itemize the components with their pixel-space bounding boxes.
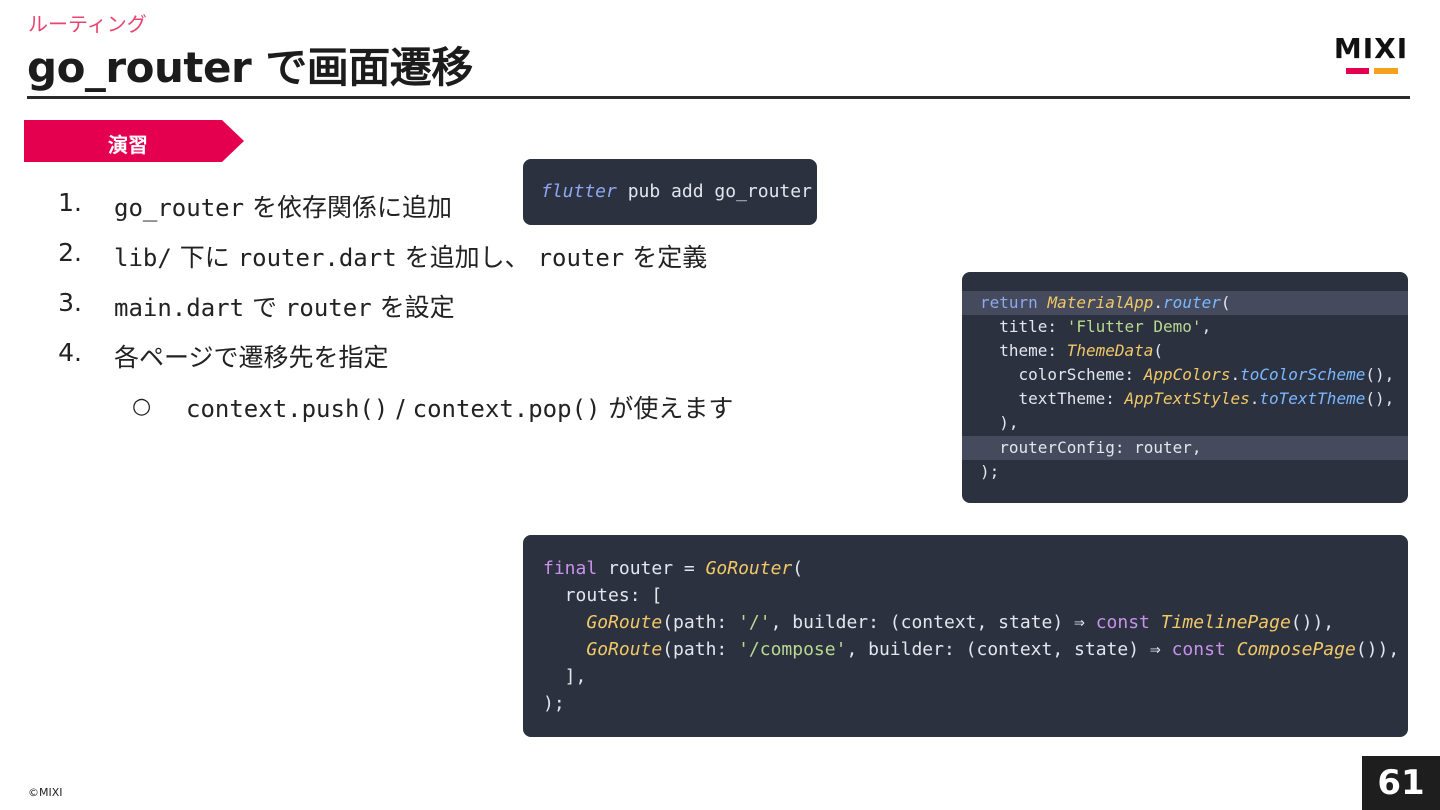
logo-bar-orange — [1374, 68, 1398, 74]
copyright: ©MIXI — [28, 786, 63, 799]
exercise-badge-label: 演習 — [108, 133, 148, 157]
step-text: 各ページで遷移先を指定 — [114, 343, 389, 372]
code-line: routes: [ — [543, 585, 663, 606]
section-category: ルーティング — [28, 12, 147, 36]
sub-bullet-text: context.push() / context.pop() が使えます — [186, 394, 734, 423]
logo-bar-pink — [1346, 68, 1369, 74]
code-line: final router = GoRouter( — [543, 558, 804, 579]
code-line: return MaterialApp.router( — [980, 293, 1231, 312]
page-number: 61 — [1377, 763, 1425, 803]
main-dart-code-block: return MaterialApp.router( title: 'Flutt… — [962, 272, 1408, 503]
install-command-block: flutter pub add go_router — [523, 159, 817, 225]
code-line: ], — [543, 666, 587, 687]
code-line: GoRoute(path: '/', builder: (context, st… — [586, 612, 1335, 633]
title-divider — [27, 96, 1410, 99]
step-number: 3. — [58, 288, 82, 317]
code-line: flutter pub add go_router — [541, 181, 812, 202]
code-line: ); — [543, 693, 565, 714]
slide-title: go_router で画面遷移 — [27, 43, 473, 92]
code-line: routerConfig: router, — [980, 438, 1202, 457]
code-line: ); — [980, 462, 1000, 481]
code-line: textTheme: AppTextStyles.toTextTheme(), — [980, 389, 1395, 408]
step-number: 2. — [58, 238, 82, 267]
step-text: main.dart で router を設定 — [114, 293, 455, 322]
code-line: title: 'Flutter Demo', — [980, 317, 1212, 336]
logo-text: MIXI — [1333, 32, 1409, 65]
bullet-marker: ○ — [132, 394, 152, 419]
step-number: 1. — [58, 188, 82, 217]
code-line: theme: ThemeData( — [980, 341, 1164, 360]
code-line: ), — [980, 413, 1019, 432]
highlight-line — [962, 291, 1408, 315]
mixi-logo: MIXI — [1332, 34, 1410, 76]
step-number: 4. — [58, 338, 82, 367]
code-line: GoRoute(path: '/compose', builder: (cont… — [586, 639, 1400, 660]
step-text: go_router を依存関係に追加 — [114, 193, 452, 222]
exercise-badge: 演習 — [24, 120, 244, 162]
page-number-box: 61 — [1362, 756, 1440, 810]
highlight-line — [962, 436, 1408, 460]
code-line: colorScheme: AppColors.toColorScheme(), — [980, 365, 1395, 384]
step-text: lib/ 下に router.dart を追加し、 router を定義 — [114, 243, 708, 272]
router-dart-code-block: final router = GoRouter( routes: [ GoRou… — [523, 535, 1408, 737]
